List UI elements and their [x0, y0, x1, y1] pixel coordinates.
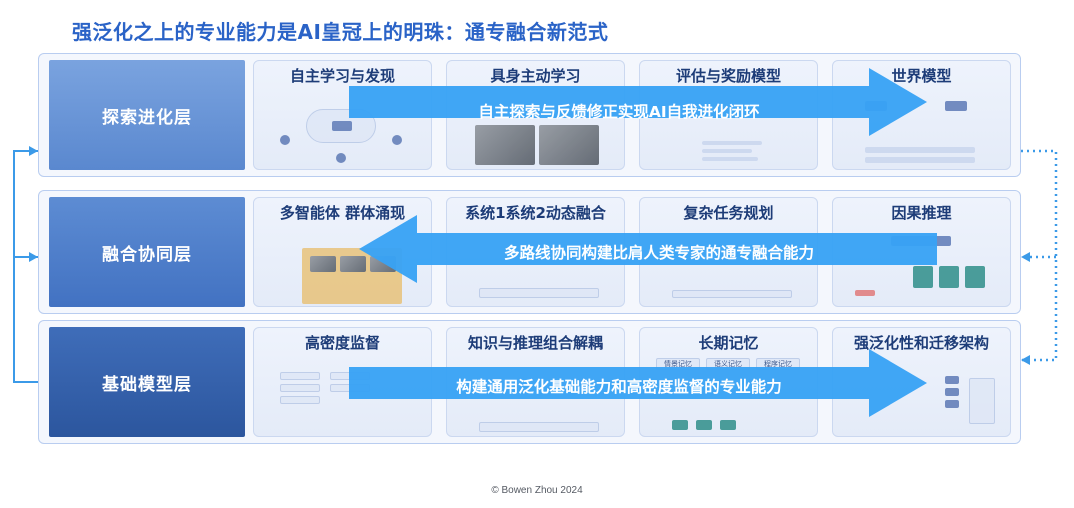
- layer-fusion-collaboration: 融合协同层 多智能体 群体涌现 系统1系统2动态融合 复杂任务规划 因果推理: [38, 190, 1021, 314]
- card-title: 知识与推理组合解耦: [467, 334, 603, 352]
- page-title: 强泛化之上的专业能力是AI皇冠上的明珠：通专融合新范式: [72, 20, 609, 44]
- layer-foundation-model: 基础模型层 高密度监督 知识与推理组合解耦 长期记忆 情景记忆 语义记忆 程序记…: [38, 320, 1021, 444]
- card-illustration: [652, 228, 805, 298]
- arrow-right-foundation: [349, 349, 927, 417]
- card-illustration: [266, 228, 419, 304]
- card-title: 具身主动学习: [490, 67, 581, 85]
- card-title: 评估与奖励模型: [675, 67, 781, 85]
- arrow-right-exploration: [349, 68, 927, 136]
- arrow-label: 自主探索与反馈修正实现AI自我进化闭环: [478, 103, 760, 121]
- card-illustration: [459, 91, 612, 165]
- card-multi-agent-emergence: 多智能体 群体涌现: [253, 197, 432, 307]
- card-title: 高密度监督: [304, 334, 380, 352]
- right-loop-dotted: [1021, 149, 1058, 362]
- card-title: 强泛化性和迁移架构: [853, 334, 989, 352]
- footer-copyright: © Bowen Zhou 2024: [491, 485, 583, 496]
- layer-exploration-evolution: 探索进化层 自主学习与发现 具身主动学习 评估与奖励模型 世界模型: [38, 53, 1021, 177]
- arrow-label: 多路线协同构建比肩人类专家的通专融合能力: [503, 244, 814, 262]
- layer-label: 探索进化层: [49, 60, 245, 170]
- card-title: 世界模型: [891, 67, 952, 85]
- left-loop-line: [13, 150, 38, 383]
- arrow-label: 构建通用泛化基础能力和高密度监督的专业能力: [456, 378, 782, 396]
- left-arrowhead-mid: [29, 252, 38, 262]
- card-title: 系统1系统2动态融合: [465, 204, 606, 222]
- card-title: 长期记忆: [698, 334, 759, 352]
- card-title: 自主学习与发现: [289, 67, 395, 85]
- right-arrowhead-bottom: [1021, 355, 1030, 365]
- right-arrowhead-mid: [1021, 252, 1030, 262]
- card-title: 多智能体 群体涌现: [279, 204, 406, 222]
- arrow-left-fusion: [359, 215, 937, 283]
- layer-label: 基础模型层: [49, 327, 245, 437]
- card-title: 复杂任务规划: [683, 204, 774, 222]
- card-illustration: [459, 228, 612, 298]
- card-title: 因果推理: [891, 204, 952, 222]
- layer-label: 融合协同层: [49, 197, 245, 307]
- card-illustration: [845, 358, 998, 428]
- card-illustration: [459, 358, 612, 432]
- left-arrowhead-top: [29, 146, 38, 156]
- card-illustration: [652, 91, 805, 161]
